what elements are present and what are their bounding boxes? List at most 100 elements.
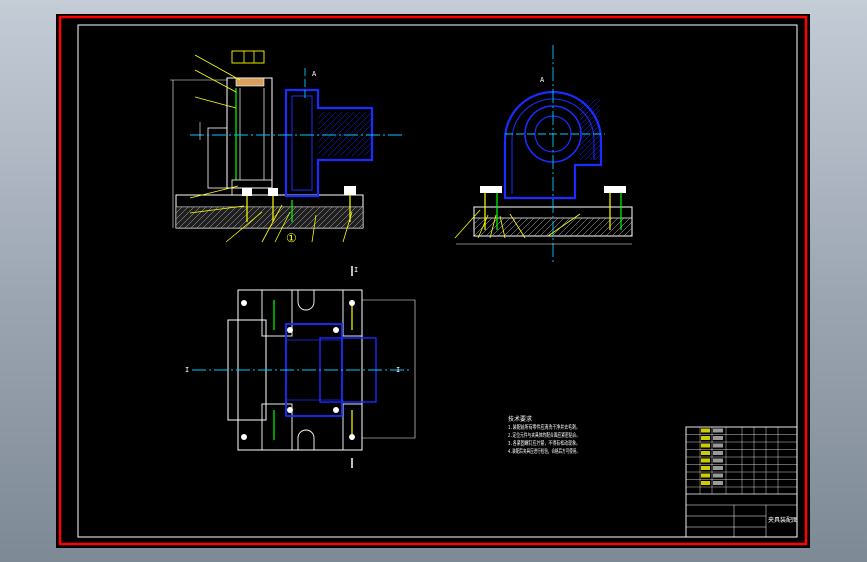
tech-requirements: 技术要求 1.装配前所有零件应清洗干净并去毛刺。2.定位元件与夹具体的配合面应紧… bbox=[508, 415, 580, 455]
bolt-head bbox=[242, 188, 252, 196]
hatch-line bbox=[334, 206, 357, 229]
hatch-line bbox=[256, 206, 279, 229]
title-block-frame bbox=[685, 426, 798, 538]
hatch-line bbox=[317, 111, 343, 137]
hatch-line bbox=[579, 124, 601, 146]
hatch-line bbox=[599, 217, 619, 237]
hatch-line bbox=[298, 206, 321, 229]
hatch-line bbox=[321, 111, 367, 157]
title-cell-mark bbox=[713, 443, 723, 448]
hatch-line bbox=[584, 144, 601, 161]
hatch-line bbox=[497, 217, 517, 237]
hatch-line bbox=[317, 111, 349, 143]
tech-lines: 1.装配前所有零件应清洗干净并去毛刺。2.定位元件与夹具体的配合面应紧密贴合。3… bbox=[508, 423, 580, 455]
tech-title: 技术要求 bbox=[508, 415, 532, 423]
side-view-marker: A bbox=[540, 76, 545, 84]
hatch-line bbox=[250, 206, 273, 229]
front-left-block bbox=[207, 127, 228, 189]
title-cell-mark bbox=[713, 436, 723, 440]
hatch-line bbox=[569, 217, 589, 237]
top-view: I I I bbox=[185, 266, 416, 468]
tech-requirement-line: 3.各紧固螺钉应拧紧，不得有松动现象。 bbox=[508, 439, 580, 447]
hatch-line bbox=[579, 114, 601, 136]
hatch-line bbox=[479, 217, 499, 237]
hatch-line bbox=[322, 206, 345, 229]
hatch-line bbox=[292, 206, 315, 229]
circled-part-number: ① bbox=[286, 231, 297, 245]
top-hole bbox=[287, 327, 293, 333]
hatch-line bbox=[317, 111, 337, 131]
title-block-grid bbox=[686, 427, 797, 537]
front-view-marker: A bbox=[312, 70, 317, 78]
hatch-line bbox=[352, 217, 364, 229]
tolerance-frame bbox=[231, 50, 265, 64]
hatch-line bbox=[317, 111, 355, 149]
tech-requirement-line: 1.装配前所有零件应清洗干净并去毛刺。 bbox=[508, 423, 580, 431]
title-cell-mark bbox=[701, 443, 710, 448]
hatch-line bbox=[238, 206, 261, 229]
section-label-left: I bbox=[185, 366, 189, 374]
hatch-line bbox=[317, 111, 331, 125]
title-cell-mark bbox=[701, 466, 710, 470]
hatch-line bbox=[333, 117, 373, 157]
top-clamp-ll bbox=[261, 403, 293, 451]
hatch-line bbox=[346, 211, 364, 229]
hatch-line bbox=[503, 217, 523, 237]
title-cell-mark bbox=[713, 428, 723, 433]
top-hole bbox=[349, 434, 355, 440]
top-hole bbox=[241, 300, 247, 306]
hatch-line bbox=[202, 206, 225, 229]
hatch-line bbox=[579, 99, 591, 111]
front-leaders bbox=[189, 54, 353, 243]
hatch-line bbox=[589, 149, 601, 161]
outer-red-frame bbox=[58, 15, 808, 546]
top-hole bbox=[287, 407, 293, 413]
hatch-line bbox=[509, 217, 529, 237]
bolt-head bbox=[268, 188, 278, 196]
hatch-line bbox=[208, 206, 231, 229]
hatch-line bbox=[358, 223, 364, 229]
title-cell-mark bbox=[701, 481, 710, 485]
hatch-line bbox=[579, 139, 601, 161]
hatch-line bbox=[515, 217, 535, 237]
top-clamp-lr bbox=[342, 403, 363, 451]
front-workpiece-top bbox=[235, 77, 265, 87]
front-blue-bracket bbox=[284, 88, 374, 198]
hatch-line bbox=[339, 123, 373, 157]
title-block-name: 夹具装配图 bbox=[768, 516, 798, 524]
top-slot-lower bbox=[297, 429, 315, 450]
hatch-line bbox=[623, 227, 633, 237]
hatch-line bbox=[545, 217, 565, 237]
top-clamp-ur bbox=[342, 289, 363, 337]
hatch-line bbox=[363, 147, 373, 157]
hatch-line bbox=[226, 206, 249, 229]
hatch-line bbox=[328, 206, 351, 229]
title-cell-mark bbox=[701, 473, 710, 478]
hatch-line bbox=[286, 206, 309, 229]
hatch-line bbox=[579, 99, 586, 106]
title-cell-mark bbox=[713, 473, 723, 478]
hatch-line bbox=[340, 206, 363, 229]
top-hole bbox=[333, 327, 339, 333]
side-clamp-left bbox=[480, 186, 502, 193]
hatch-line bbox=[178, 206, 201, 229]
hatch-line bbox=[351, 135, 373, 157]
tech-requirement-line: 4.装配后夹具应进行检验，合格后方可使用。 bbox=[508, 447, 580, 455]
hatch-line bbox=[579, 129, 601, 151]
hatch-line bbox=[473, 217, 487, 231]
hatch-line bbox=[563, 217, 583, 237]
hatch-line bbox=[527, 217, 547, 237]
hatch-line bbox=[473, 217, 481, 225]
hatch-line bbox=[316, 206, 339, 229]
hatch-line bbox=[557, 217, 577, 237]
hatch-line bbox=[581, 217, 601, 237]
front-bolts bbox=[242, 186, 356, 222]
hatch-line bbox=[539, 217, 559, 237]
top-clamp-ul bbox=[261, 289, 293, 337]
hatch-line bbox=[317, 111, 361, 155]
hatch-line bbox=[579, 104, 601, 126]
side-clamp-right bbox=[604, 186, 626, 193]
hatch-line bbox=[345, 129, 373, 157]
